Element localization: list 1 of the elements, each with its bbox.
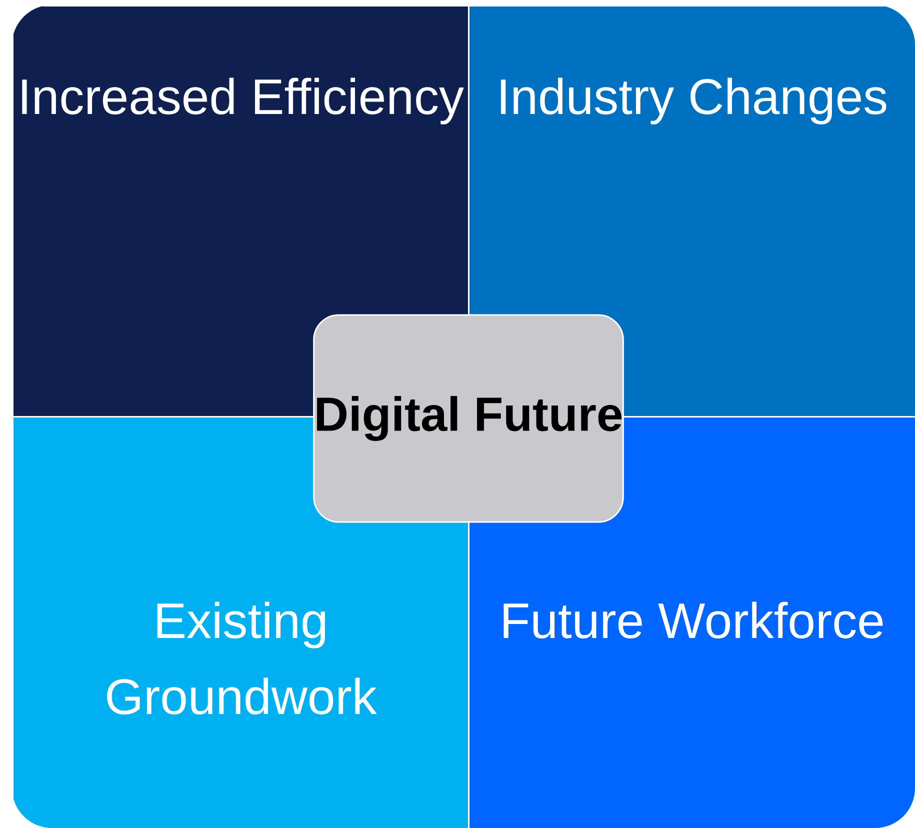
center-box: Digital Future [313, 314, 624, 523]
